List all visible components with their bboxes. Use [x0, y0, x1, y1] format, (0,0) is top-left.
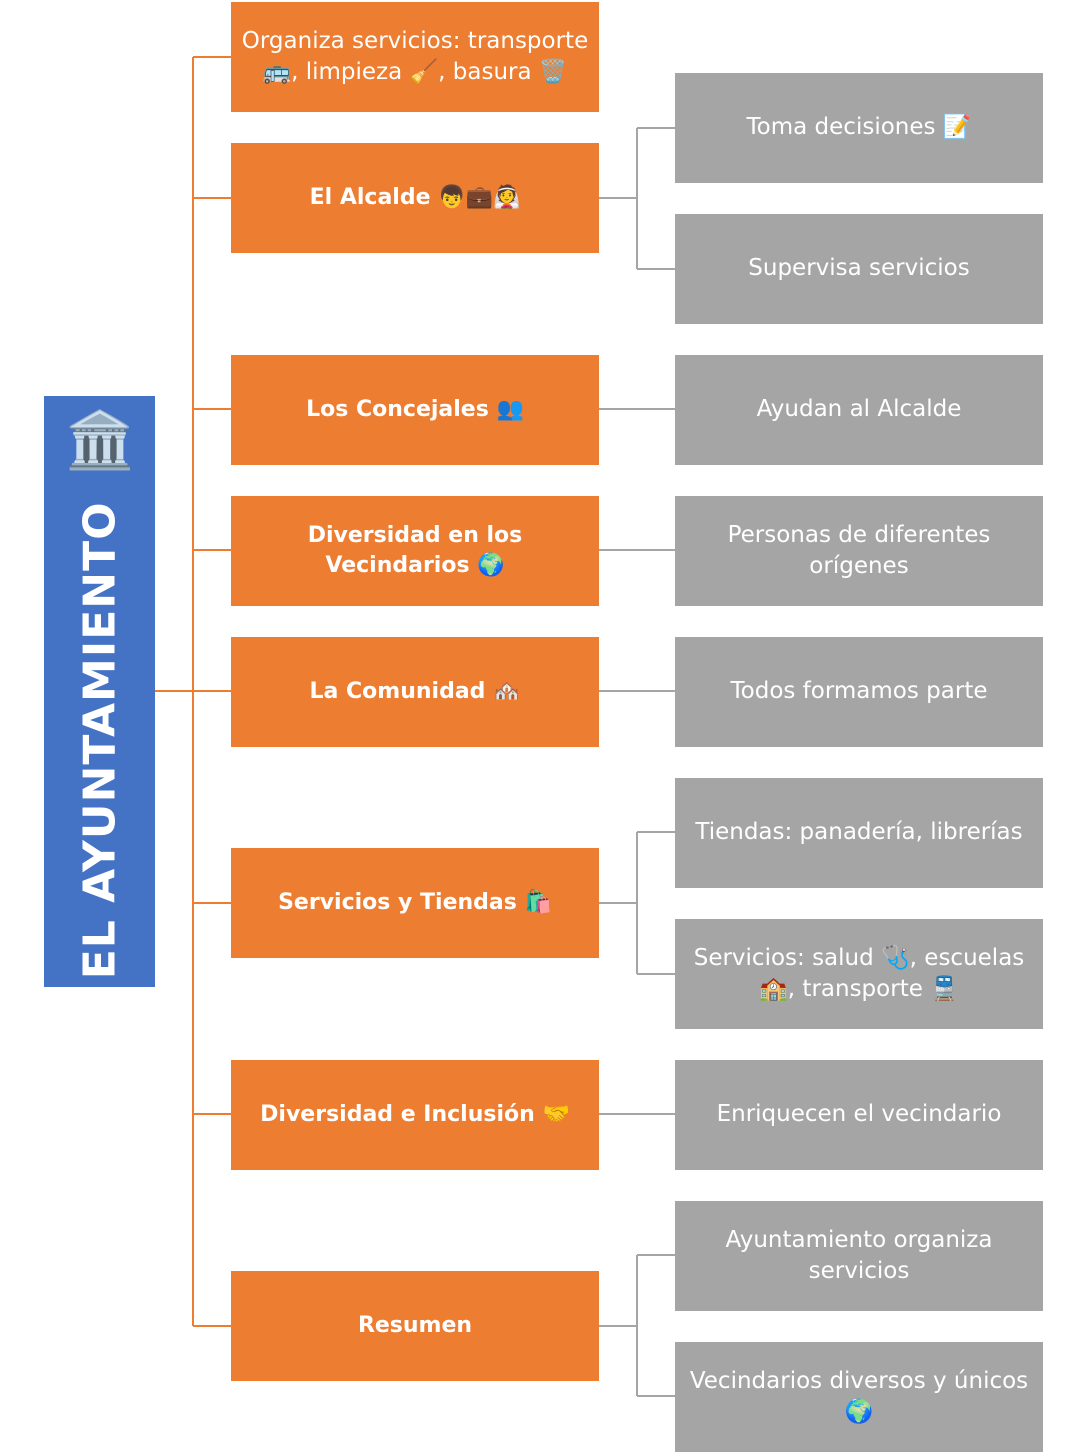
branch-label: Diversidad e Inclusión 🤝 — [260, 1102, 570, 1128]
leaf-node-todos-formamos-parte: Todos formamos parte — [675, 637, 1043, 747]
leaf-label: Ayuntamiento organiza servicios — [725, 1226, 993, 1284]
leaf-label: Vecindarios diversos y únicos 🌍 — [689, 1367, 1029, 1425]
connector-leaf-5 — [599, 831, 675, 975]
leaf-node-servicios-salud: Servicios: salud 🩺, escuelas 🏫, transpor… — [675, 919, 1043, 1029]
root-label: EL AYUNTAMIENTO — [74, 500, 125, 979]
leaf-label: Personas de diferentes orígenes — [727, 521, 991, 579]
branch-node-concejales: Los Concejales 👥 — [231, 355, 599, 465]
leaf-label: Tiendas: panadería, librerías — [695, 819, 1023, 846]
leaf-label: Enriquecen el vecindario — [716, 1101, 1002, 1128]
city-hall-icon: 🏛️ — [64, 407, 135, 473]
branch-node-organiza-servicios: Organiza servicios: transporte 🚌, limpie… — [231, 2, 599, 112]
connector-leaf-7 — [599, 1254, 675, 1397]
branch-node-resumen: Resumen — [231, 1271, 599, 1381]
leaf-node-supervisa-servicios: Supervisa servicios — [675, 214, 1043, 324]
leaf-node-vecindarios-diversos: Vecindarios diversos y únicos 🌍 — [675, 1342, 1043, 1452]
leaf-label: Toma decisiones 📝 — [746, 114, 972, 141]
connector-leaf-1 — [599, 127, 675, 270]
branch-node-servicios-tiendas: Servicios y Tiendas 🛍️ — [231, 848, 599, 958]
leaf-node-personas-origenes: Personas de diferentes orígenes — [675, 496, 1043, 606]
branch-node-diversidad-vecindarios: Diversidad en los Vecindarios 🌍 — [231, 496, 599, 606]
branch-node-alcalde: El Alcalde 👦💼👰 — [231, 143, 599, 253]
root-node: EL AYUNTAMIENTO 🏛️ — [44, 396, 155, 987]
leaf-label: Todos formamos parte — [730, 678, 988, 705]
leaf-node-ayuntamiento-organiza: Ayuntamiento organiza servicios — [675, 1201, 1043, 1311]
branch-label: El Alcalde 👦💼👰 — [309, 185, 521, 211]
branch-label: La Comunidad 🏘️ — [309, 679, 521, 705]
leaf-node-toma-decisiones: Toma decisiones 📝 — [675, 73, 1043, 183]
branch-label: Resumen — [357, 1313, 473, 1339]
leaf-node-enriquecen-vecindario: Enriquecen el vecindario — [675, 1060, 1043, 1170]
leaf-label: Supervisa servicios — [748, 255, 970, 282]
branch-label: Diversidad en los Vecindarios 🌍 — [307, 523, 523, 578]
leaf-node-ayudan-alcalde: Ayudan al Alcalde — [675, 355, 1043, 465]
leaf-node-tiendas: Tiendas: panadería, librerías — [675, 778, 1043, 888]
leaf-label: Servicios: salud 🩺, escuelas 🏫, transpor… — [693, 944, 1025, 1002]
branch-label: Servicios y Tiendas 🛍️ — [278, 890, 552, 916]
branch-node-comunidad: La Comunidad 🏘️ — [231, 637, 599, 747]
branch-label: Organiza servicios: transporte 🚌, limpie… — [241, 27, 589, 85]
branch-label: Los Concejales 👥 — [306, 397, 524, 423]
branch-node-diversidad-inclusion: Diversidad e Inclusión 🤝 — [231, 1060, 599, 1170]
leaf-label: Ayudan al Alcalde — [756, 396, 962, 423]
